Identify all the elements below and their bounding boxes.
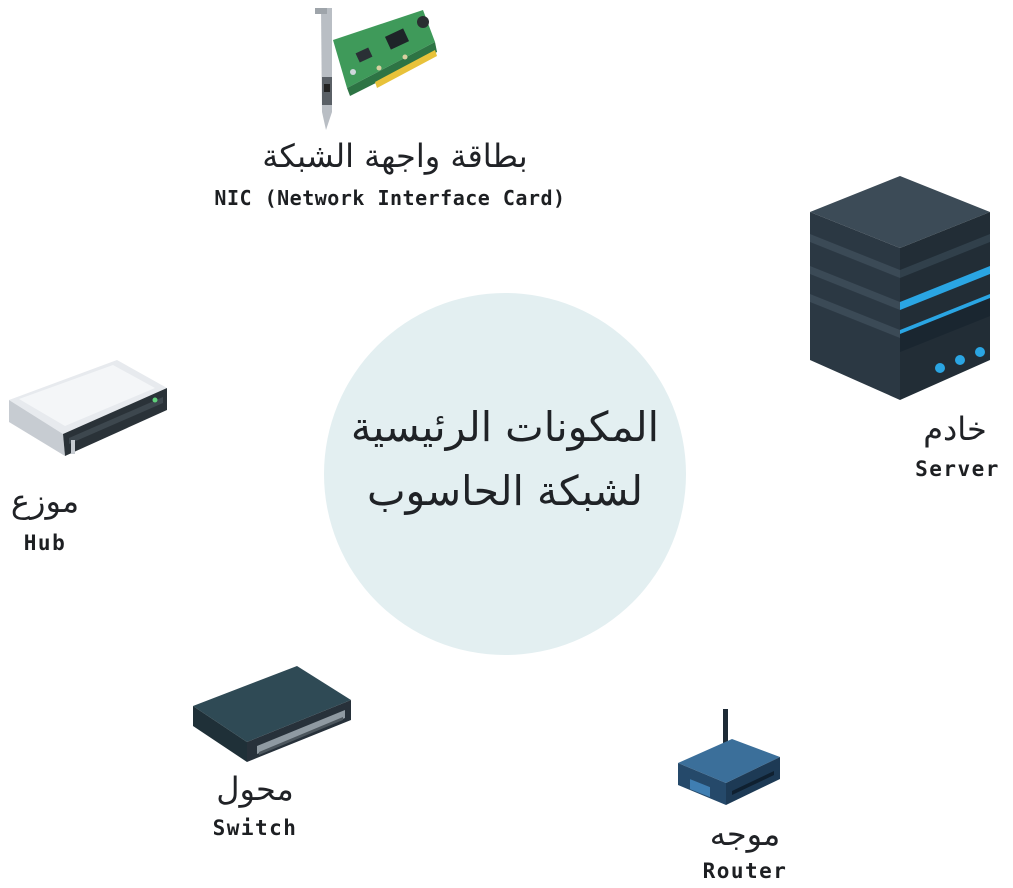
server-label-ar: خادم bbox=[923, 410, 987, 448]
router-icon bbox=[678, 709, 780, 805]
center-title-line-2: لشبكة الحاسوب bbox=[366, 467, 644, 515]
center-circle bbox=[324, 293, 686, 655]
switch-label-ar: محول bbox=[216, 770, 294, 808]
hub-icon bbox=[9, 360, 167, 456]
center-title-line-1: المكونات الرئيسية bbox=[350, 403, 660, 451]
center-title: المكونات الرئيسية لشبكة الحاسوب bbox=[324, 395, 686, 523]
nic-label-ar: بطاقة واجهة الشبكة bbox=[262, 137, 528, 175]
switch-icon bbox=[193, 666, 351, 762]
hub-label-ar: موزع bbox=[10, 482, 80, 520]
router-label-ar: موجه bbox=[709, 815, 781, 853]
server-icon bbox=[810, 176, 990, 400]
network-card-icon bbox=[315, 8, 437, 130]
router-label-en: Router bbox=[702, 859, 788, 883]
server-label-en: Server bbox=[915, 457, 1000, 481]
switch-label-en: Switch bbox=[212, 816, 298, 840]
nic-label-en: NIC (Network Interface Card) bbox=[214, 186, 566, 210]
hub-label-en: Hub bbox=[23, 531, 67, 555]
